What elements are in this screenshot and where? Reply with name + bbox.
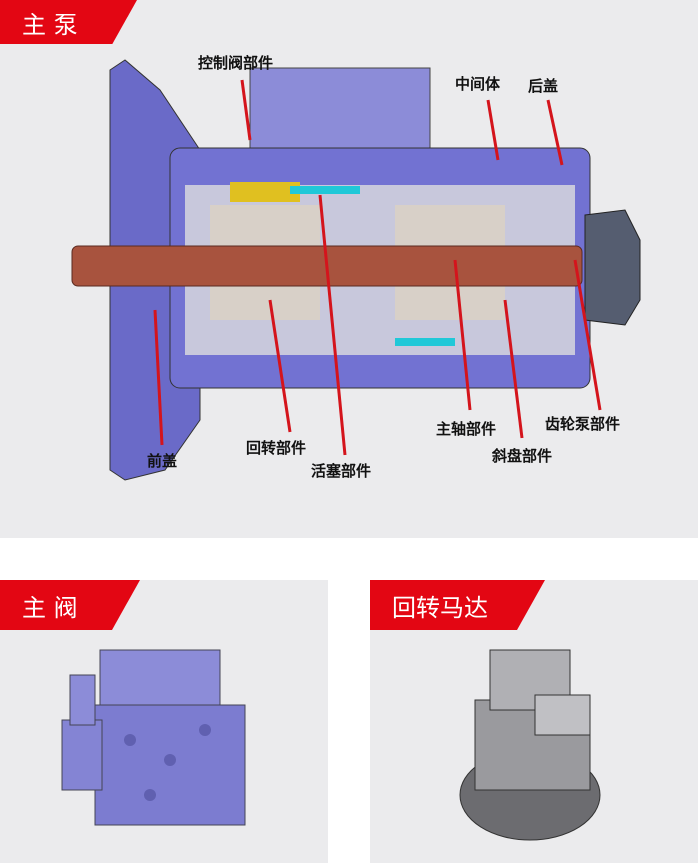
label-front-cover: 前盖	[147, 452, 178, 470]
main-pump-tag: 主 泵	[0, 0, 137, 44]
label-middle-body: 中间体	[455, 75, 501, 93]
label-swash-plate: 斜盘部件	[492, 447, 553, 465]
main-valve-panel: 主 阀	[0, 580, 328, 863]
swing-motor-panel: 回转马达	[370, 580, 698, 863]
label-main-shaft: 主轴部件	[436, 420, 497, 438]
swing-motor-image	[459, 649, 601, 841]
label-gear-pump: 齿轮泵部件	[545, 415, 621, 433]
main-valve-tag: 主 阀	[0, 580, 140, 630]
main-valve-image	[61, 649, 246, 826]
label-rotary: 回转部件	[246, 439, 307, 457]
swing-motor-tag: 回转马达	[370, 580, 545, 630]
main-pump-diagram	[71, 59, 641, 481]
label-rear-cover: 后盖	[528, 77, 559, 95]
main-pump-panel: 主 泵 控制阀部件 中间体 后盖 齿轮泵部件 主轴部件 斜盘部件 活塞部件 回转…	[0, 0, 698, 538]
label-control-valve: 控制阀部件	[198, 54, 274, 72]
label-piston: 活塞部件	[311, 462, 372, 480]
